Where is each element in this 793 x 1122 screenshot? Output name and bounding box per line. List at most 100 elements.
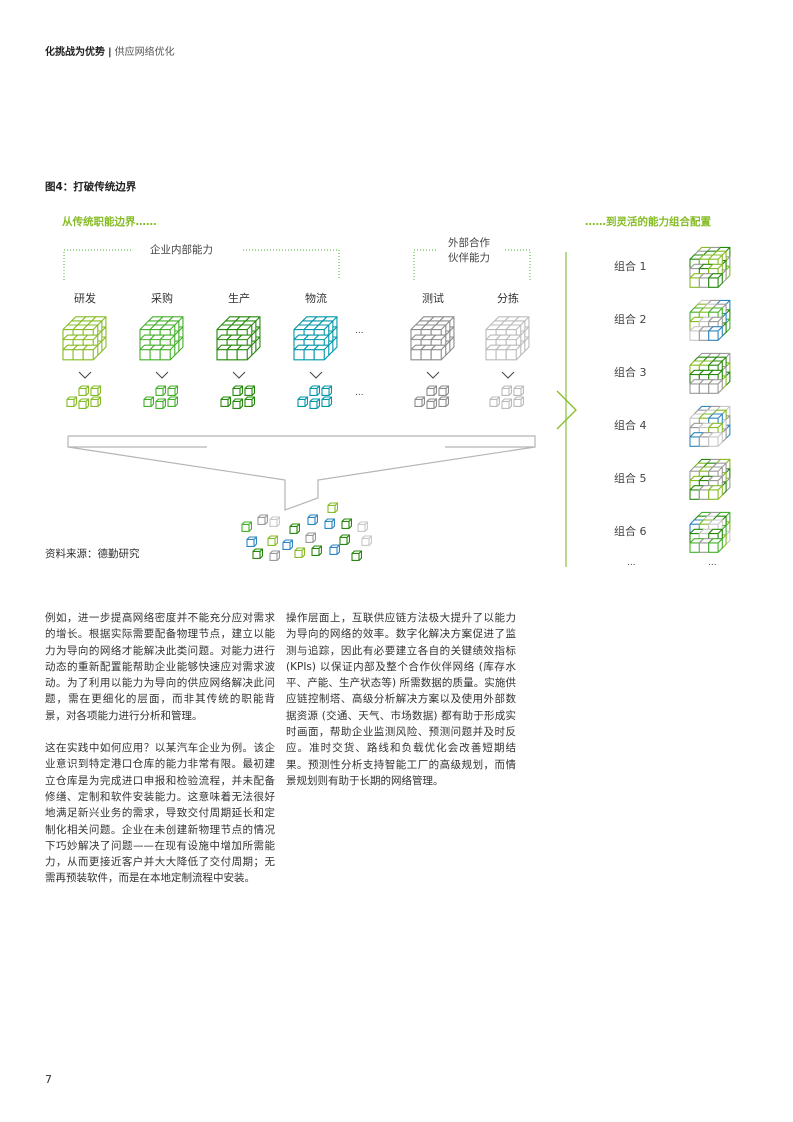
small-cube-icon <box>232 385 243 396</box>
body-paragraph: 例如，进一步提高网络密度并不能充分应对需求的增长。根据实际需要配备物理节点，建立… <box>45 612 275 722</box>
small-cube-icon <box>267 535 278 546</box>
small-cube-icon <box>438 396 449 407</box>
small-cube-icon <box>244 385 255 396</box>
small-cube-icon <box>329 544 340 555</box>
external-bracket <box>413 249 531 280</box>
small-cube-icon <box>269 516 280 527</box>
chevron-down-icon <box>78 371 92 379</box>
header-subtitle: 供应网络优化 <box>114 47 175 58</box>
small-cube-icon <box>357 521 368 532</box>
small-cube-icon <box>501 385 512 396</box>
small-cube-icon <box>143 396 154 407</box>
right-heading: ……到灵活的能力组合配置 <box>585 216 711 228</box>
small-cube-icon <box>351 550 362 561</box>
small-cube-icon <box>244 396 255 407</box>
category-label: 生产 <box>228 292 250 305</box>
external-label-line2: 伙伴能力 <box>448 252 490 264</box>
small-cube-icon <box>321 385 332 396</box>
capability-cube-icon <box>689 246 731 288</box>
small-cube-ellipsis: ... <box>355 388 364 398</box>
small-cube-icon <box>339 534 350 545</box>
category-label: 测试 <box>422 292 444 305</box>
header-title: 化挑战为优势 <box>45 47 105 58</box>
body-right-column: 操作层面上，互联供应链方法极大提升了以能力为导向的网络的效率。数字化解决方案促进… <box>286 610 516 805</box>
small-cube-icon <box>361 535 372 546</box>
small-cube-icon <box>167 385 178 396</box>
capability-cube-icon <box>485 316 530 361</box>
small-cube-icon <box>321 396 332 407</box>
small-cube-icon <box>309 398 320 409</box>
capability-cube-icon <box>689 299 731 341</box>
small-cube-icon <box>341 518 352 529</box>
small-cube-icon <box>426 385 437 396</box>
small-cube-icon <box>513 396 524 407</box>
capability-cube-icon <box>689 458 731 500</box>
running-header: 化挑战为优势|供应网络优化 <box>45 43 175 58</box>
small-cube-icon <box>307 514 318 525</box>
funnel-shape <box>67 435 536 511</box>
combo-cube-ellipsis: ... <box>708 558 717 568</box>
small-cube-icon <box>246 536 257 547</box>
combo-label-ellipsis: ... <box>627 558 636 568</box>
small-cube-icon <box>294 547 305 558</box>
capability-cube-icon <box>410 316 455 361</box>
small-cube-icon <box>90 385 101 396</box>
small-cube-icon <box>289 523 300 534</box>
small-cube-icon <box>155 398 166 409</box>
combination-label: 组合 2 <box>614 313 647 326</box>
chevron-down-icon <box>232 371 246 379</box>
left-heading: 从传统职能边界…… <box>62 216 157 228</box>
small-cube-icon <box>309 385 320 396</box>
small-cube-icon <box>155 385 166 396</box>
small-cube-icon <box>513 385 524 396</box>
small-cube-icon <box>426 398 437 409</box>
small-cube-icon <box>324 518 335 529</box>
small-cube-icon <box>167 396 178 407</box>
body-left-column: 例如，进一步提高网络密度并不能充分应对需求的增长。根据实际需要配备物理节点，建立… <box>45 610 275 903</box>
small-cube-icon <box>66 396 77 407</box>
category-label: 物流 <box>305 292 327 305</box>
capability-cube-icon <box>689 511 731 553</box>
small-cube-icon <box>311 545 322 556</box>
small-cube-icon <box>232 398 243 409</box>
small-cube-icon <box>282 539 293 550</box>
small-cube-icon <box>252 548 263 559</box>
combination-label: 组合 3 <box>614 366 647 379</box>
internal-capabilities-label: 企业内部能力 <box>150 244 213 256</box>
external-label-line1: 外部合作 <box>448 237 490 249</box>
capability-cube-icon <box>689 405 731 447</box>
small-cube-icon <box>257 514 268 525</box>
small-cube-icon <box>489 396 500 407</box>
combination-label: 组合 1 <box>614 260 647 273</box>
external-capabilities-label: 外部合作 伙伴能力 <box>448 236 490 266</box>
combination-label: 组合 6 <box>614 525 647 538</box>
category-ellipsis: ... <box>355 326 364 336</box>
page-number: 7 <box>45 1073 52 1086</box>
chevron-down-icon <box>155 371 169 379</box>
small-cube-icon <box>78 385 89 396</box>
chevron-down-icon <box>426 371 440 379</box>
category-label: 采购 <box>151 292 173 305</box>
figure-title: 图4：打破传统边界 <box>45 181 137 193</box>
capability-cube-icon <box>689 352 731 394</box>
small-cube-icon <box>501 398 512 409</box>
capability-cube-icon <box>216 316 261 361</box>
small-cube-icon <box>90 396 101 407</box>
capability-cube-icon <box>62 316 107 361</box>
category-label: 研发 <box>74 292 96 305</box>
chevron-down-icon <box>309 371 323 379</box>
body-paragraph: 操作层面上，互联供应链方法极大提升了以能力为导向的网络的效率。数字化解决方案促进… <box>286 612 516 787</box>
body-paragraph: 这在实践中如何应用？以某汽车企业为例。该企业意识到特定港口仓库的能力非常有限。最… <box>45 742 275 885</box>
chevron-right-icon <box>556 390 577 430</box>
combination-label: 组合 5 <box>614 472 647 485</box>
small-cube-icon <box>327 502 338 513</box>
figure-source: 资料来源：德勤研究 <box>45 548 140 560</box>
small-cube-icon <box>414 396 425 407</box>
internal-bracket <box>63 249 340 280</box>
header-separator: | <box>108 47 112 58</box>
small-cube-icon <box>78 398 89 409</box>
small-cube-icon <box>438 385 449 396</box>
capability-cube-icon <box>293 316 338 361</box>
small-cube-icon <box>305 532 316 543</box>
